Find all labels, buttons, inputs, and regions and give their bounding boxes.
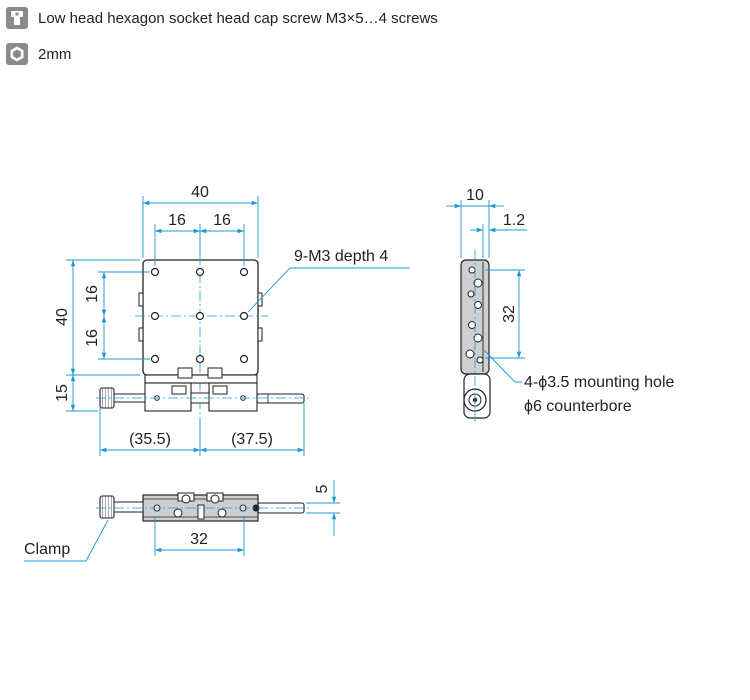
dim-width-16-right: 16 xyxy=(213,212,231,229)
dim-width-37-5: (37.5) xyxy=(231,431,273,448)
dim-width-16-left: 16 xyxy=(168,212,186,229)
legend-hex-text: 2mm xyxy=(38,45,72,63)
hex-key-icon xyxy=(6,43,28,65)
dim-side-height-32: 32 xyxy=(501,305,518,323)
legend: Low head hexagon socket head cap screw M… xyxy=(6,6,438,78)
dim-height-16-bottom: 16 xyxy=(84,329,101,347)
front-view xyxy=(96,255,310,420)
dim-side-width-10: 10 xyxy=(466,187,484,204)
legend-row-screw: Low head hexagon socket head cap screw M… xyxy=(6,6,438,30)
dim-height-15: 15 xyxy=(54,384,71,402)
dim-side-width-1-2: 1.2 xyxy=(503,212,525,229)
dim-height-16-top: 16 xyxy=(84,285,101,303)
front-dimensions xyxy=(66,196,410,456)
dim-width-40: 40 xyxy=(191,184,209,201)
legend-row-hex: 2mm xyxy=(6,42,438,66)
screw-icon xyxy=(6,7,28,29)
label-clamp: Clamp xyxy=(24,541,70,558)
legend-screw-text: Low head hexagon socket head cap screw M… xyxy=(38,9,438,27)
dim-height-40: 40 xyxy=(54,308,71,326)
bottom-clamp-knob xyxy=(99,495,115,519)
note-counterbore: ϕ6 counterbore xyxy=(524,398,632,415)
dim-bottom-height-5: 5 xyxy=(314,484,331,493)
side-dimensions xyxy=(446,200,527,383)
tapped-holes xyxy=(150,267,249,364)
bottom-dimensions xyxy=(24,480,340,562)
bottom-view xyxy=(96,492,310,522)
note-tapped-holes: 9-M3 depth 4 xyxy=(294,248,388,265)
note-mounting-hole: 4-ϕ3.5 mounting hole xyxy=(524,374,674,391)
dim-bottom-width-32: 32 xyxy=(190,531,208,548)
side-view xyxy=(460,250,491,425)
dim-width-35-5: (35.5) xyxy=(129,431,171,448)
